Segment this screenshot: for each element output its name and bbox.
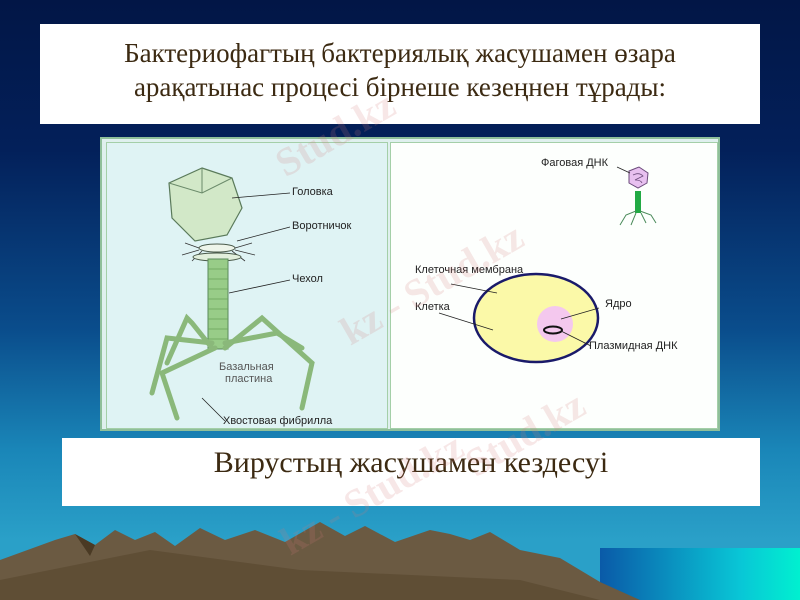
slide-subtitle: Вирустың жасушамен кездесуі	[213, 446, 609, 479]
slide-title-line1: Бактериофагтың бактериялық жасушамен өза…	[124, 38, 676, 68]
phage-structure-panel: Головка Воротничок Чехол Базальная пласт…	[106, 142, 388, 429]
label-head: Головка	[292, 186, 333, 198]
bacteriophage-figure: Головка Воротничок Чехол Базальная пласт…	[100, 137, 720, 431]
mountains-decoration	[0, 522, 640, 600]
small-phage-icon	[628, 166, 649, 189]
phage-structure-diagram	[149, 167, 315, 422]
label-nucleus: Ядро	[605, 298, 632, 310]
slide-title-box: Бактериофагтың бактериялық жасушамен өза…	[40, 24, 760, 124]
label-plasmid-dna: Плазмидная ДНК	[589, 340, 678, 352]
slide-subtitle-box: Вирустың жасушамен кездесуі	[62, 438, 760, 506]
nucleus-icon	[537, 306, 573, 342]
sea-decoration	[600, 548, 800, 600]
label-collar: Воротничок	[292, 220, 352, 232]
label-cell-membrane: Клеточная мембрана	[415, 264, 524, 276]
label-baseplate-line1: Базальная	[219, 361, 274, 373]
cell-icon	[472, 272, 600, 364]
label-cell: Клетка	[415, 301, 450, 313]
slide-title-line2: арақатынас процесі бірнеше кезеңнен тұра…	[133, 72, 667, 102]
plasmid-icon	[543, 325, 563, 335]
label-sheath: Чехол	[292, 273, 323, 285]
cell-interaction-panel: Фаговая ДНК Клеточная мембрана Клетка Яд…	[390, 142, 718, 429]
label-baseplate-line2: пластина	[225, 373, 273, 385]
label-tail-fiber: Хвостовая фибрилла	[223, 415, 333, 427]
phage-head-icon	[168, 167, 243, 242]
label-phage-dna: Фаговая ДНК	[541, 157, 609, 169]
cell-diagram	[438, 166, 657, 364]
